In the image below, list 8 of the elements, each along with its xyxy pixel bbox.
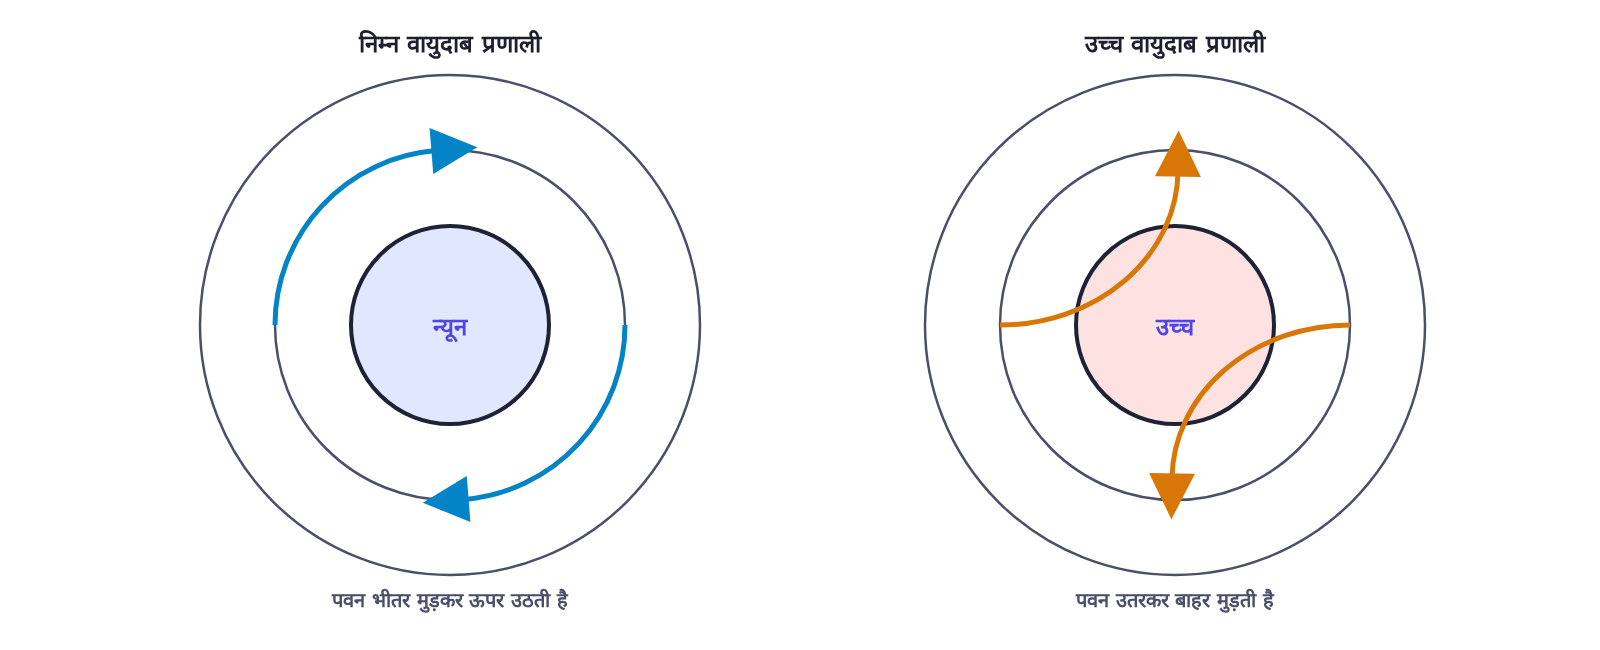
center-label: न्यून [431,311,469,344]
panel-caption: पवन उतरकर बाहर मुड़ती है [1075,587,1275,613]
pressure-circle [1074,224,1276,426]
panel-heading: निम्न वायुदाब प्रणाली [359,29,541,59]
panel-caption: पवन भीतर मुड़कर ऊपर उठती है [331,587,569,613]
panel-heading: उच्च वायुदाब प्रणाली [1085,29,1265,59]
pressure-circle [349,224,551,426]
center-label: उच्च [1154,311,1196,343]
